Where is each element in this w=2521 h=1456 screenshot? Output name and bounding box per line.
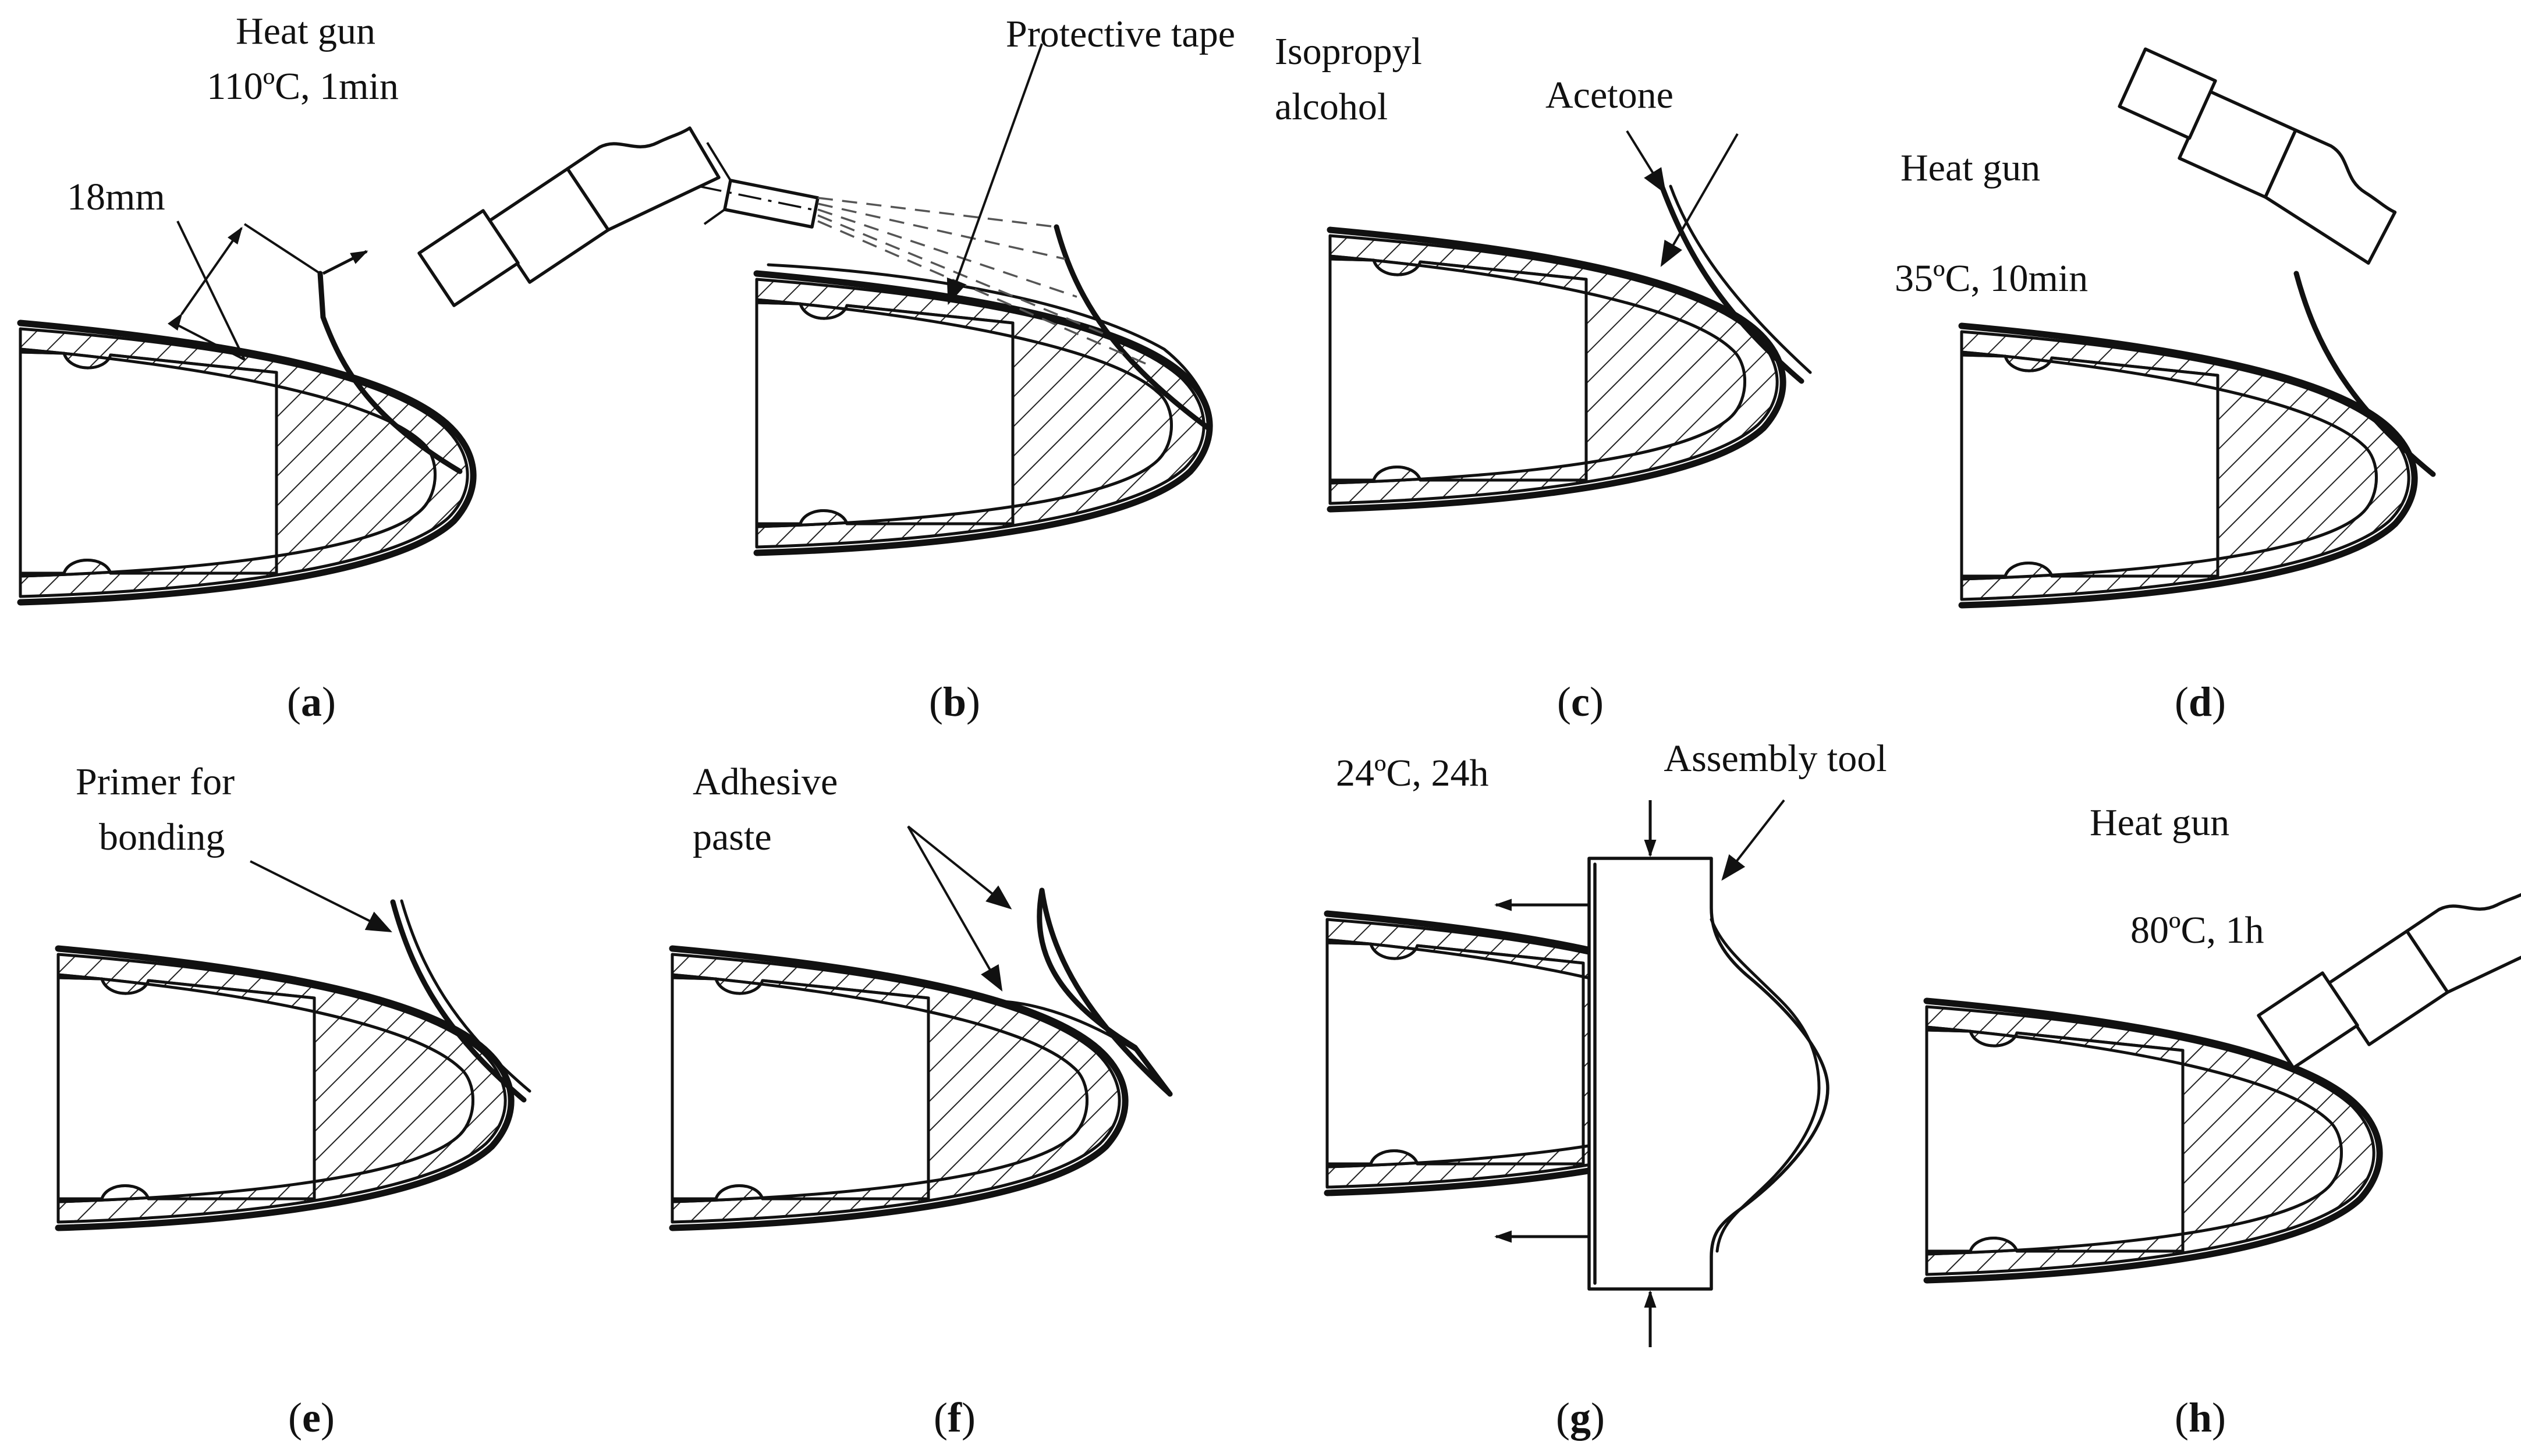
acetone-label: Acetone [1545, 74, 1673, 116]
spray-gun-icon [698, 141, 820, 229]
distance-dimension-lines [174, 221, 321, 361]
panel-f: Adhesive paste (f) [672, 761, 1173, 1441]
heat-gun-setting: 35ºC, 10min [1895, 257, 2088, 300]
panel-a: Heat gun 110ºC, 1min 18mm (a) [20, 10, 719, 725]
heat-gun-label: Heat gun [236, 10, 375, 52]
primed-erosion-shield [390, 899, 527, 1103]
erosion-shield-cleaning [1659, 183, 1804, 384]
primer-label-line2: bonding [99, 816, 225, 858]
panel-d: Heat gun 35ºC, 10min (d) [1895, 0, 2436, 725]
primer-pointer-arrow [250, 860, 392, 932]
peel-direction-arrow [322, 250, 368, 275]
distance-arrow [167, 226, 243, 331]
protective-tape-layer [767, 263, 1212, 427]
protective-tape-label: Protective tape [1006, 13, 1235, 55]
peeled-erosion-shield [317, 271, 463, 474]
primer-label-line1: Primer for [76, 761, 235, 803]
caption-e: (e) [288, 1394, 335, 1441]
heat-gun-label: Heat gun [1900, 147, 2040, 189]
peeled-erosion-shield [2293, 271, 2436, 477]
panel-c: Isopropyl alcohol Acetone (c) [1275, 30, 1812, 725]
heat-gun-setting: 80ºC, 1h [2130, 909, 2264, 951]
erosion-shield-with-adhesive [1039, 887, 1173, 1097]
caption-h: (h) [2175, 1394, 2226, 1441]
cure-setting-label: 24ºC, 24h [1336, 752, 1489, 794]
tool-pointer-arrow [1721, 799, 1785, 881]
caption-g: (g) [1556, 1394, 1605, 1441]
adhesive-pointer-arrow-1 [907, 825, 1012, 910]
isopropyl-label-line2: alcohol [1275, 86, 1388, 128]
primer-layer [400, 899, 531, 1093]
isopropyl-label-line1: Isopropyl [1275, 30, 1422, 73]
panel-g: 24ºC, 24h Assembly tool (g) [1327, 737, 1887, 1441]
caption-b: (b) [929, 679, 980, 725]
adhesive-pointer-arrow-2 [907, 826, 1003, 992]
adhesive-paste-on-blade [988, 999, 1143, 1055]
peeled-erosion-shield [1054, 224, 1211, 431]
tool-inner-contour [1710, 918, 1821, 1253]
tape-pointer-arrow [946, 43, 1043, 306]
panel-e: Primer for bonding (e) [58, 761, 531, 1441]
adhesive-bead-outline [1037, 887, 1173, 1097]
distance-label: 18mm [67, 176, 165, 218]
caption-d: (d) [2175, 679, 2226, 725]
assembly-tool [1587, 857, 1829, 1291]
caption-a: (a) [287, 679, 336, 725]
heat-gun-icon [2101, 0, 2410, 331]
acetone-wipe-line [1669, 184, 1812, 374]
heat-gun-setting: 110ºC, 1min [207, 65, 399, 108]
adhesive-label-line1: Adhesive [693, 761, 838, 803]
caption-f: (f) [934, 1394, 976, 1441]
adhesive-label-line2: paste [693, 816, 772, 858]
assembly-tool-label: Assembly tool [1664, 737, 1887, 780]
panel-b: Protective tape (b) [698, 13, 1235, 725]
heat-gun-icon [419, 128, 719, 306]
heat-gun-label: Heat gun [2090, 801, 2229, 844]
isopropyl-pointer-arrow [1660, 133, 1739, 267]
heat-gun-icon [2258, 890, 2521, 1068]
caption-c: (c) [1557, 679, 1604, 725]
panel-h: Heat gun 80ºC, 1h (h) [1927, 801, 2521, 1441]
acetone-pointer-arrow [1626, 130, 1667, 194]
spray-pattern-lines [817, 197, 1153, 368]
